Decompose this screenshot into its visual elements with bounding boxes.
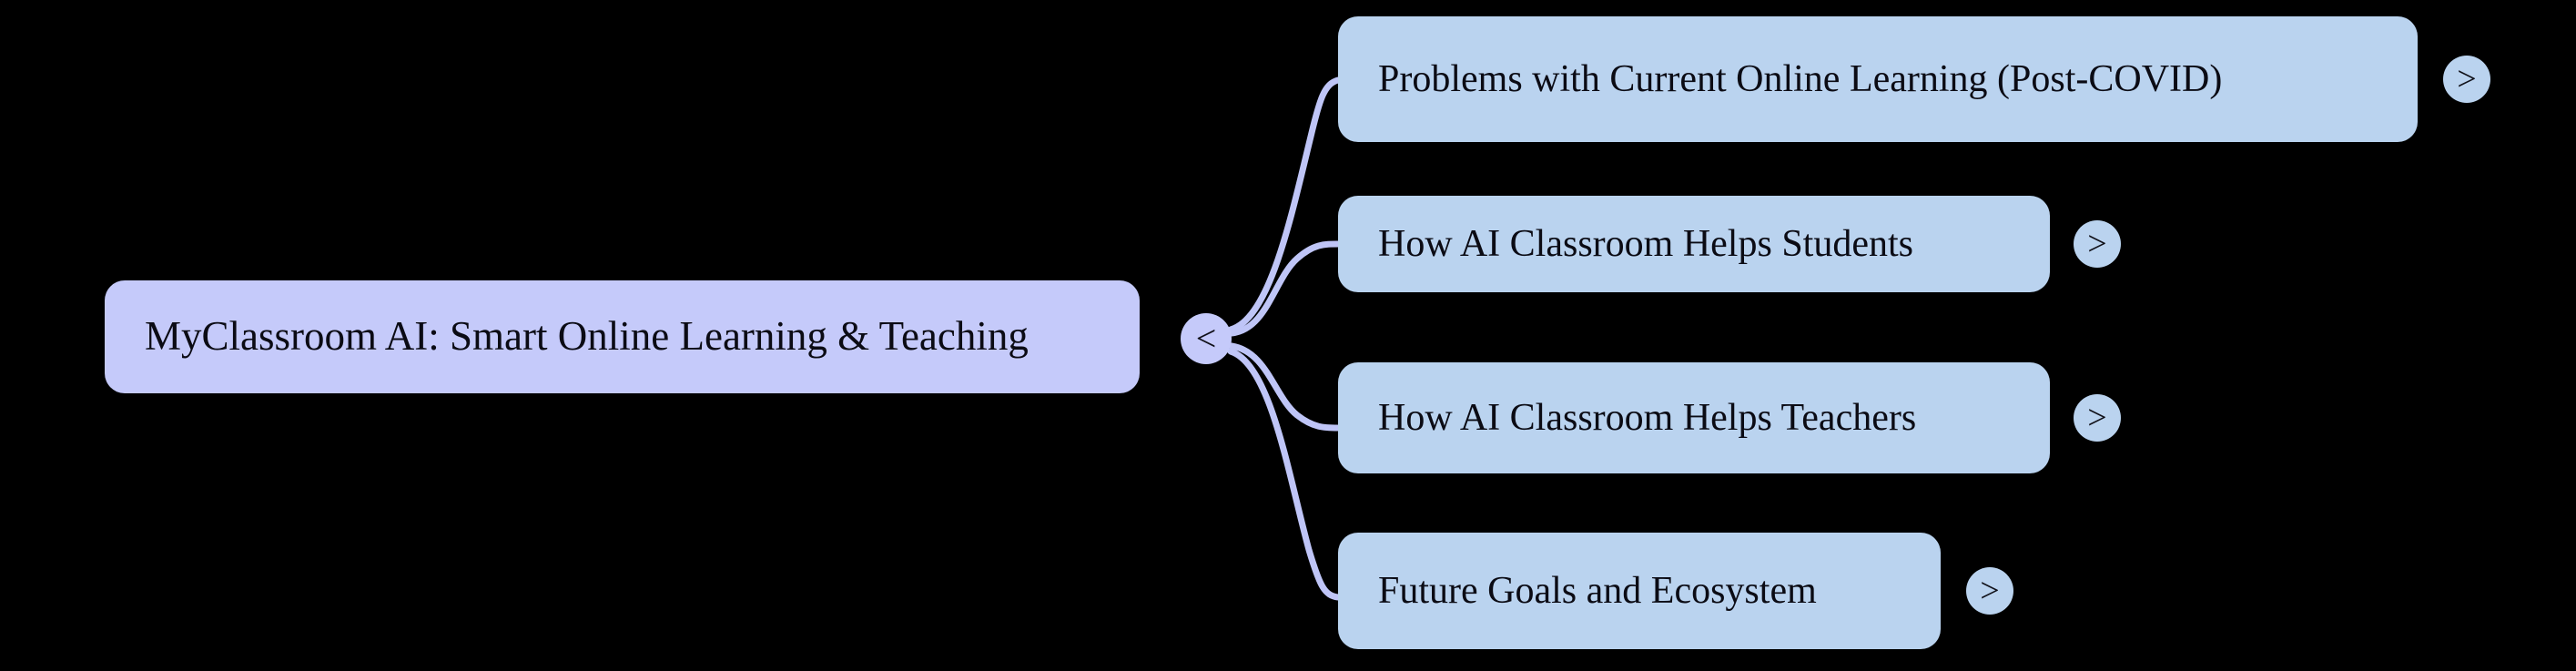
expand-button-problems[interactable]: > xyxy=(2443,56,2490,103)
root-node-label: MyClassroom AI: Smart Online Learning & … xyxy=(145,313,1029,360)
child-node-label: How AI Classroom Helps Teachers xyxy=(1378,396,1917,439)
child-node-helps-students[interactable]: How AI Classroom Helps Students xyxy=(1338,196,2050,292)
expand-button-helps-students[interactable]: > xyxy=(2074,220,2121,268)
child-node-label: Problems with Current Online Learning (P… xyxy=(1378,57,2223,100)
child-node-future-goals[interactable]: Future Goals and Ecosystem xyxy=(1338,533,1941,649)
expand-button-helps-teachers[interactable]: > xyxy=(2074,394,2121,442)
edge-root-to-child-3 xyxy=(1228,342,1342,432)
chevron-left-icon: < xyxy=(1195,318,1217,359)
edge-root-to-child-1 xyxy=(1227,76,1342,333)
chevron-right-icon: > xyxy=(1980,572,2000,610)
chevron-right-icon: > xyxy=(2087,225,2107,263)
child-node-label: How AI Classroom Helps Students xyxy=(1378,222,1913,265)
chevron-right-icon: > xyxy=(2087,399,2107,437)
edge-root-to-child-4 xyxy=(1227,348,1342,601)
expand-button-future-goals[interactable]: > xyxy=(1966,567,2013,615)
child-node-helps-teachers[interactable]: How AI Classroom Helps Teachers xyxy=(1338,362,2050,473)
edge-root-to-child-2 xyxy=(1228,240,1342,337)
chevron-right-icon: > xyxy=(2457,60,2477,98)
child-node-problems[interactable]: Problems with Current Online Learning (P… xyxy=(1338,16,2418,142)
child-node-label: Future Goals and Ecosystem xyxy=(1378,569,1817,612)
root-collapse-button[interactable]: < xyxy=(1181,313,1232,364)
root-node[interactable]: MyClassroom AI: Smart Online Learning & … xyxy=(105,280,1140,393)
